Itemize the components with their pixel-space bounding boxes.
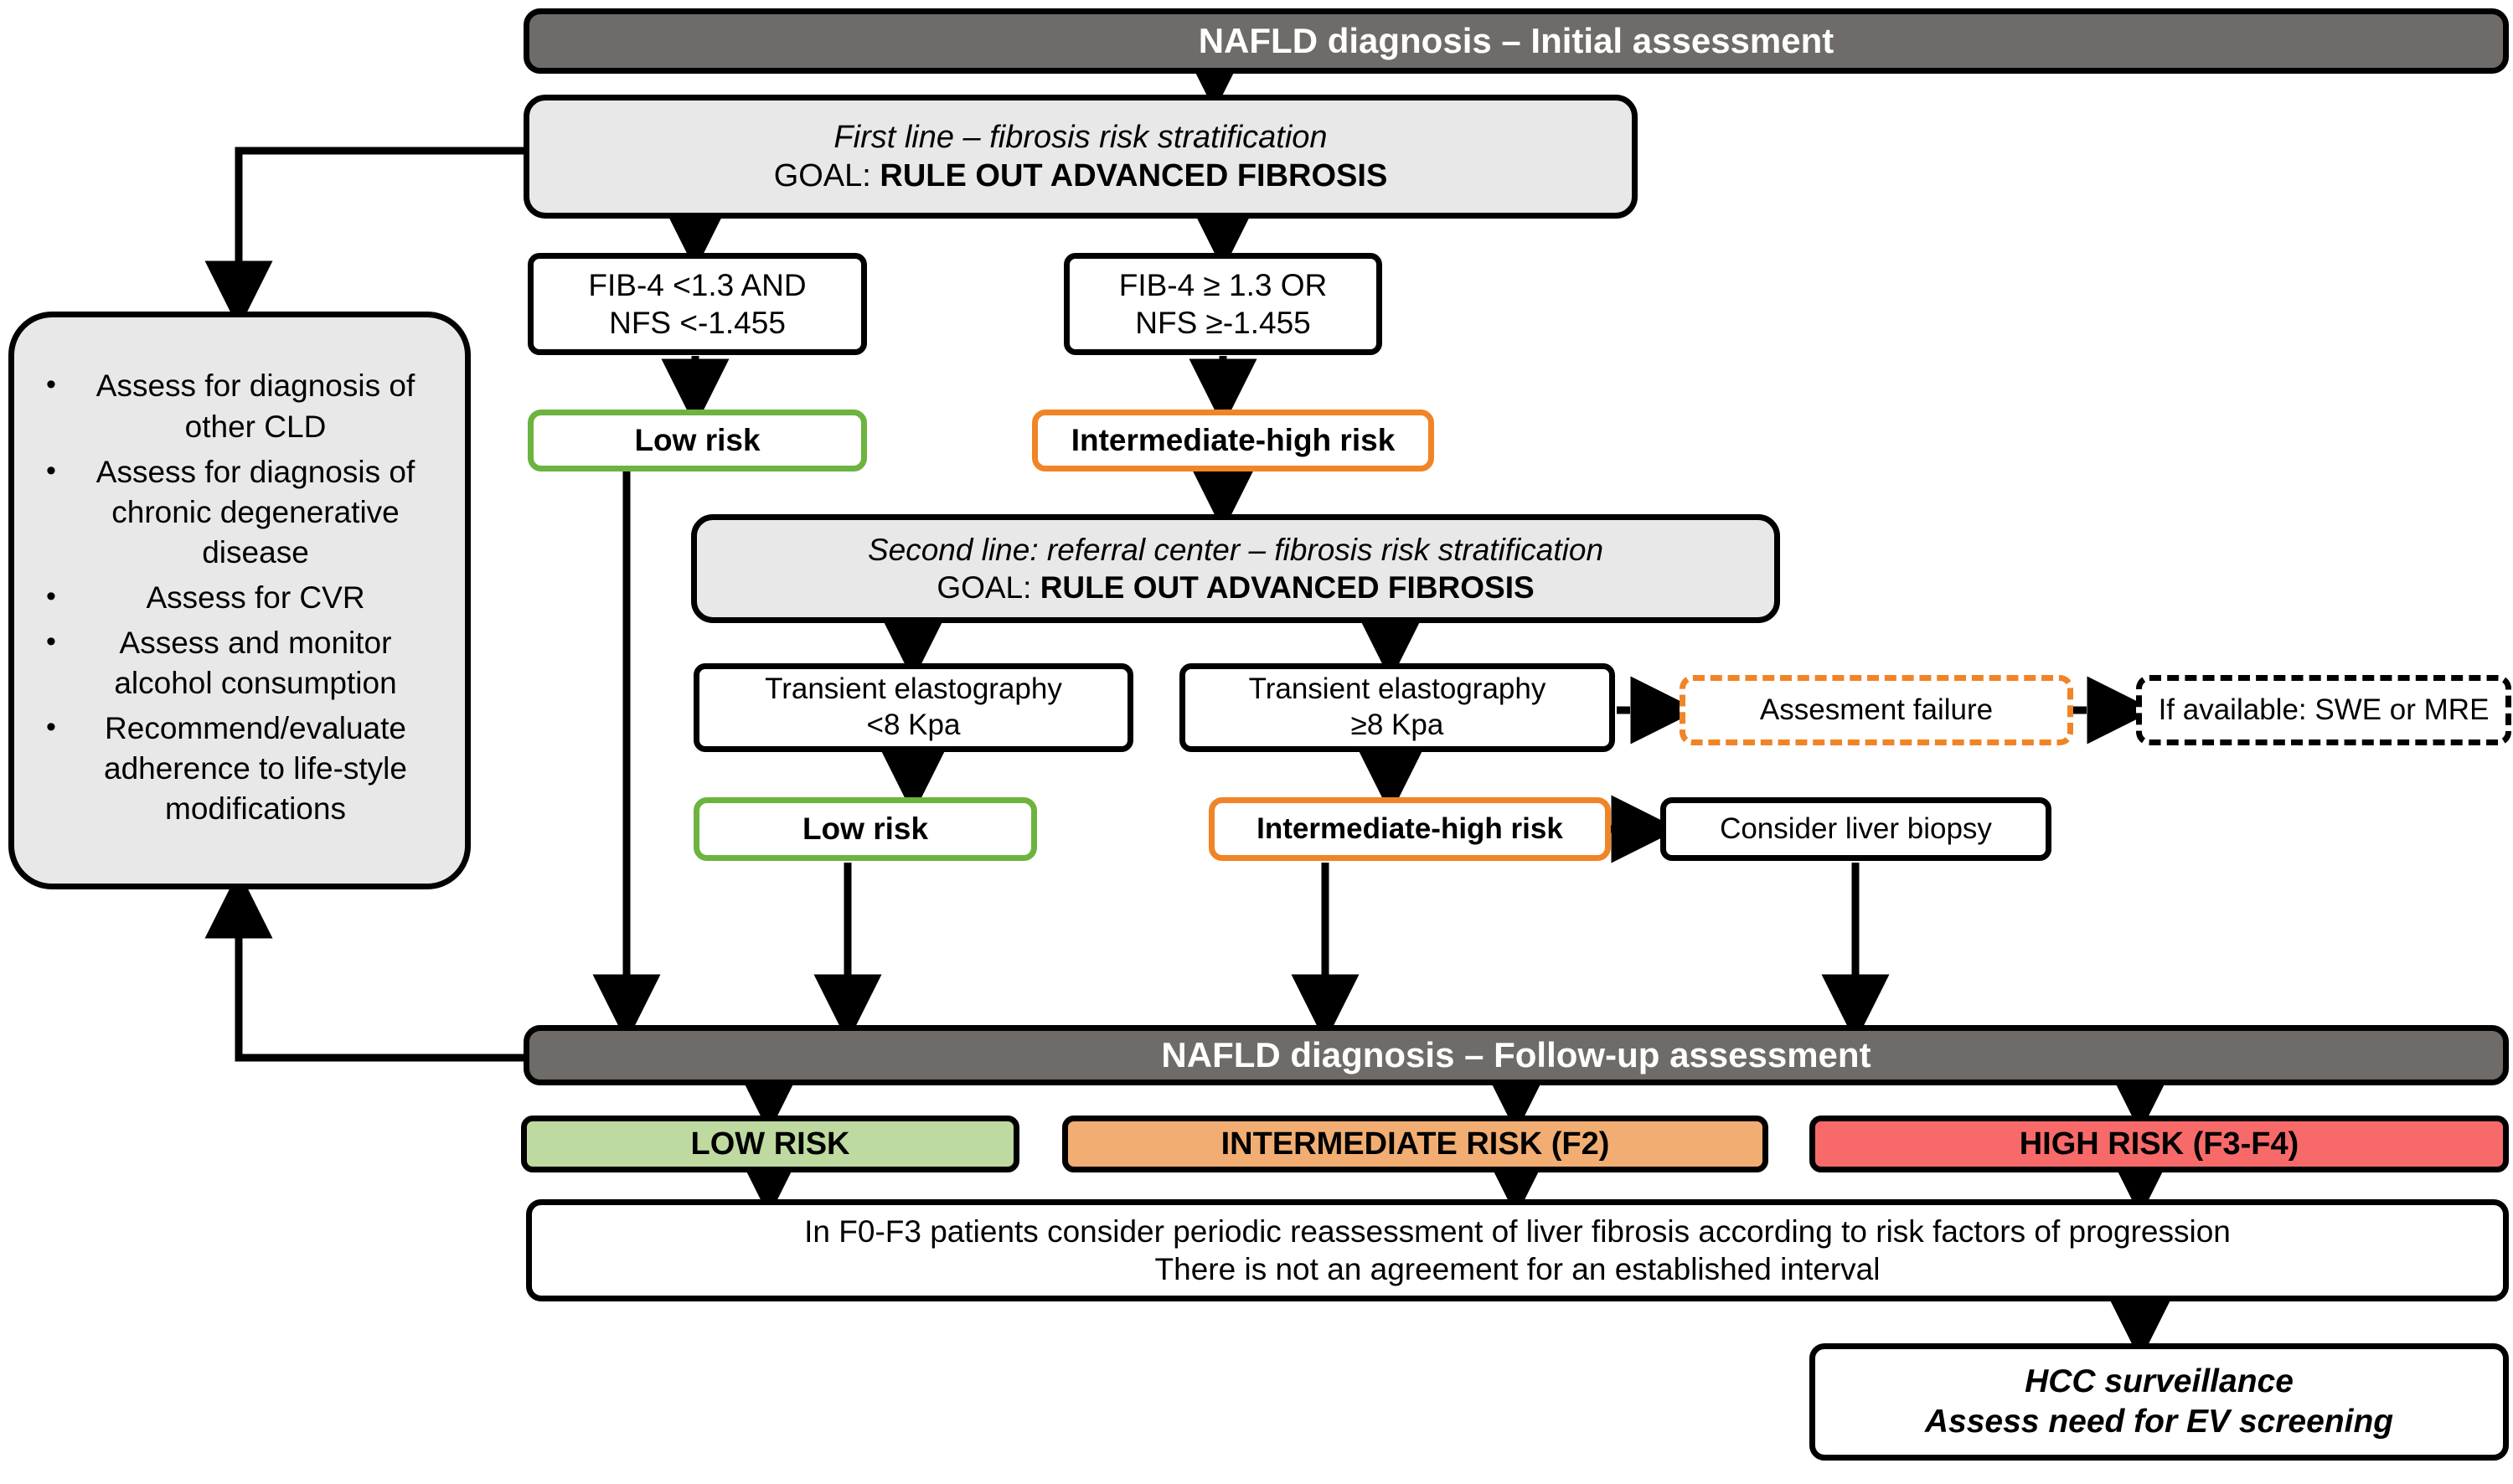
- elastography-low-line2: <8 Kpa: [866, 709, 961, 741]
- risk-intermediate-high-first-line: Intermediate-high risk: [1032, 410, 1434, 471]
- second-line-goal-value: RULE OUT ADVANCED FIBROSIS: [1040, 570, 1535, 605]
- criteria-low-line2: NFS <-1.455: [609, 306, 786, 340]
- list-item: Assess for diagnosis of chronic degenera…: [46, 452, 443, 573]
- list-item: Assess for CVR: [46, 578, 443, 618]
- assessment-failure: Assesment failure: [1680, 675, 2073, 745]
- elastography-high: Transient elastography ≥8 Kpa: [1179, 663, 1615, 752]
- criteria-low-line1: FIB-4 <1.3 AND: [588, 267, 807, 302]
- risk-low-second-line: Low risk: [694, 797, 1037, 861]
- panel-first-line: First line – fibrosis risk stratificatio…: [524, 95, 1638, 219]
- banner-initial-assessment: NAFLD diagnosis – Initial assessment: [524, 8, 2509, 74]
- reassessment-line1: In F0-F3 patients consider periodic reas…: [804, 1213, 2231, 1249]
- list-item: Assess for diagnosis of other CLD: [46, 366, 443, 446]
- risk-intermediate-high-first-label: Intermediate-high risk: [1071, 423, 1396, 458]
- banner-initial-label: NAFLD diagnosis – Initial assessment: [1198, 21, 1834, 61]
- general-assessment-list: Assess for diagnosis of other CLD Assess…: [43, 366, 443, 834]
- assessment-failure-label: Assesment failure: [1759, 693, 1994, 726]
- risk-low-first-line: Low risk: [528, 410, 867, 471]
- criteria-low-fib4: FIB-4 <1.3 AND NFS <-1.455: [528, 253, 867, 355]
- panel-second-line: Second line: referral center – fibrosis …: [691, 514, 1780, 623]
- risk-intermediate-high-second-label: Intermediate-high risk: [1256, 812, 1563, 845]
- reassessment-note: In F0-F3 patients consider periodic reas…: [526, 1199, 2509, 1301]
- risk-category-low: LOW RISK: [521, 1116, 1019, 1172]
- hcc-line1: HCC surveillance: [2025, 1363, 2294, 1400]
- hcc-surveillance: HCC surveillance Assess need for EV scre…: [1809, 1343, 2509, 1461]
- hcc-line2: Assess need for EV screening: [1924, 1404, 2394, 1440]
- consider-liver-biopsy: Consider liver biopsy: [1660, 797, 2051, 861]
- criteria-high-line1: FIB-4 ≥ 1.3 OR: [1118, 267, 1328, 302]
- first-line-subtitle: First line – fibrosis risk stratificatio…: [833, 119, 1328, 155]
- risk-category-intermediate-label: INTERMEDIATE RISK (F2): [1220, 1126, 1610, 1162]
- second-line-subtitle: Second line: referral center – fibrosis …: [867, 532, 1604, 567]
- consider-liver-biopsy-label: Consider liver biopsy: [1720, 812, 1992, 845]
- list-item: Recommend/evaluate adherence to life-sty…: [46, 709, 443, 829]
- banner-followup-label: NAFLD diagnosis – Follow-up assessment: [1161, 1035, 1871, 1075]
- first-line-goal-label: GOAL:: [773, 158, 880, 193]
- risk-intermediate-high-second-line: Intermediate-high risk: [1209, 797, 1611, 861]
- first-line-goal-value: RULE OUT ADVANCED FIBROSIS: [880, 158, 1388, 193]
- risk-low-first-label: Low risk: [634, 423, 761, 458]
- risk-category-low-label: LOW RISK: [690, 1126, 850, 1162]
- alternative-imaging: If available: SWE or MRE: [2136, 675, 2511, 745]
- banner-followup-assessment: NAFLD diagnosis – Follow-up assessment: [524, 1025, 2509, 1085]
- second-line-goal-label: GOAL:: [937, 570, 1040, 605]
- elastography-high-line2: ≥8 Kpa: [1350, 709, 1444, 741]
- first-line-goal: GOAL: RULE OUT ADVANCED FIBROSIS: [774, 157, 1388, 195]
- criteria-high-line2: NFS ≥-1.455: [1135, 306, 1311, 340]
- risk-category-high-label: HIGH RISK (F3-F4): [2019, 1126, 2299, 1162]
- risk-category-intermediate: INTERMEDIATE RISK (F2): [1062, 1116, 1768, 1172]
- reassessment-line2: There is not an agreement for an establi…: [1154, 1252, 1881, 1286]
- elastography-high-line1: Transient elastography: [1248, 672, 1546, 706]
- general-assessment-panel: Assess for diagnosis of other CLD Assess…: [8, 312, 471, 889]
- elastography-low: Transient elastography <8 Kpa: [694, 663, 1133, 752]
- elastography-low-line1: Transient elastography: [765, 672, 1062, 706]
- risk-category-high: HIGH RISK (F3-F4): [1809, 1116, 2509, 1172]
- list-item: Assess and monitor alcohol consumption: [46, 623, 443, 703]
- criteria-high-fib4: FIB-4 ≥ 1.3 OR NFS ≥-1.455: [1064, 253, 1382, 355]
- risk-low-second-label: Low risk: [802, 812, 929, 847]
- second-line-goal: GOAL: RULE OUT ADVANCED FIBROSIS: [937, 569, 1534, 606]
- alternative-imaging-label: If available: SWE or MRE: [2158, 693, 2490, 726]
